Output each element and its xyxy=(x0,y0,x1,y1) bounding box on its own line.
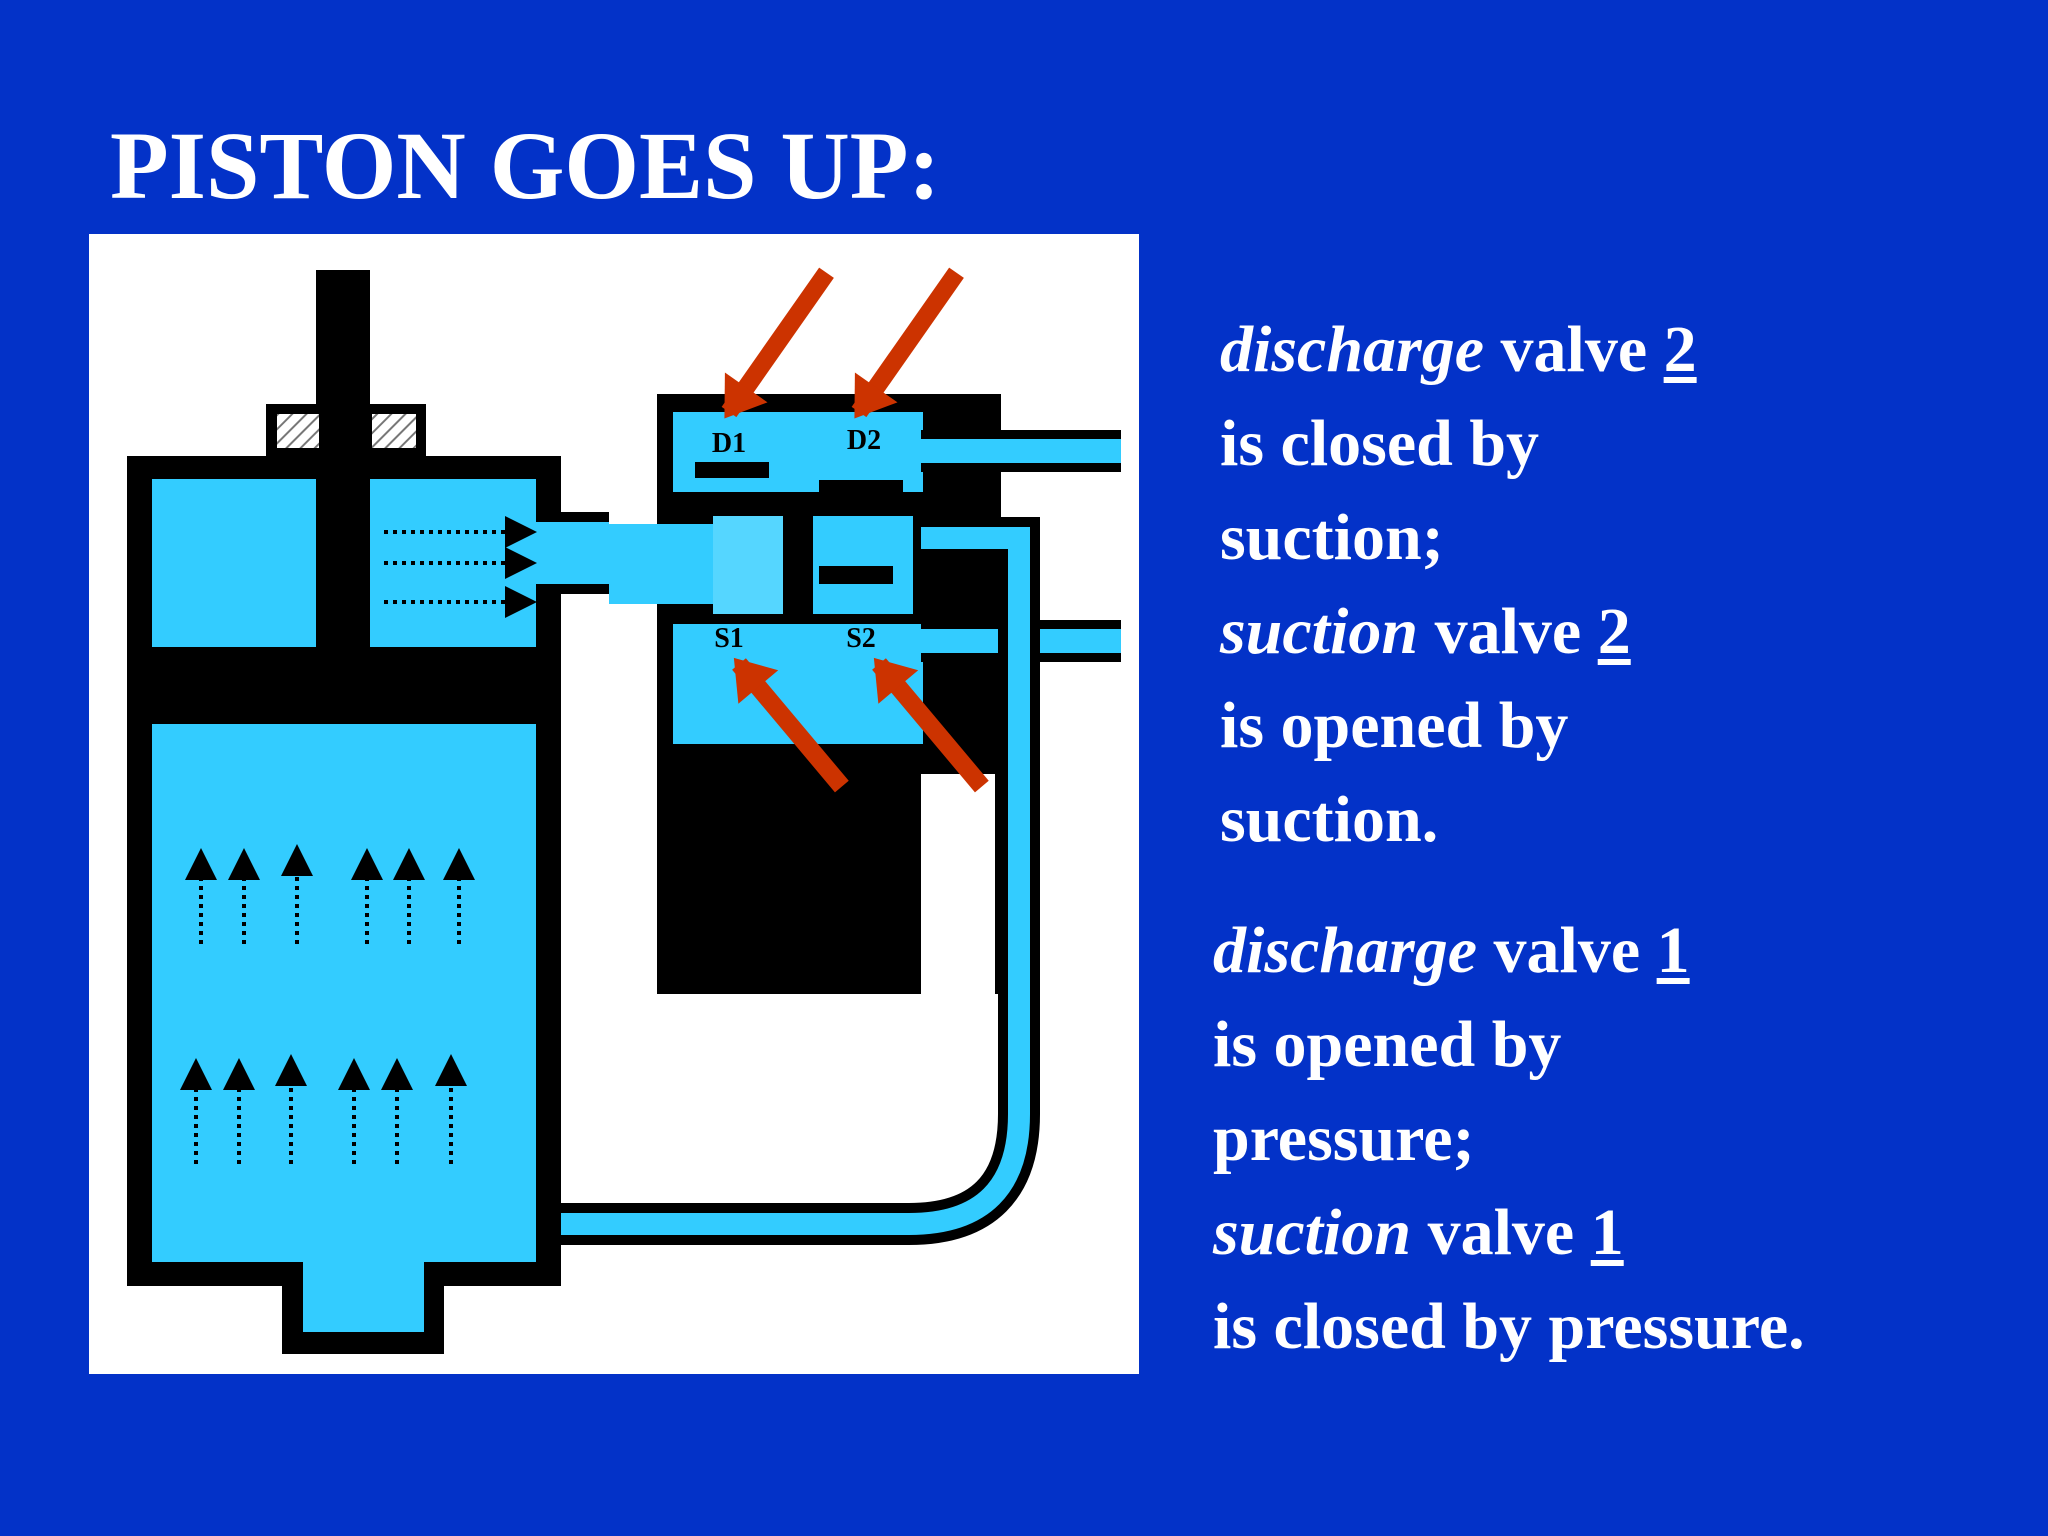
pump-diagram-panel: D1 D2 S1 S2 xyxy=(89,234,1139,1374)
text-italic: discharge xyxy=(1213,914,1477,987)
lower-flow-arrows xyxy=(180,844,475,1164)
text-plain: valve xyxy=(1484,313,1664,386)
valve-number: 2 xyxy=(1597,595,1631,668)
valve-number: 1 xyxy=(1590,1196,1624,1269)
arrow-to-d1 xyxy=(721,267,834,419)
text-line: is opened by xyxy=(1213,1008,1562,1081)
label-d2: D2 xyxy=(847,425,881,456)
rod-seal-left xyxy=(277,414,319,448)
pressure-arrows xyxy=(721,267,989,793)
label-s1: S1 xyxy=(714,623,744,654)
text-plain: valve xyxy=(1418,595,1598,668)
text-line: suction; xyxy=(1220,501,1444,574)
mid-chamber-1 xyxy=(713,516,783,614)
text-line: discharge valve 1 xyxy=(1213,904,1805,998)
text-line: suction valve 1 xyxy=(1213,1186,1805,1280)
piston-rod xyxy=(316,270,370,660)
text-plain: valve xyxy=(1477,914,1657,987)
valve-explanation-1: discharge valve 2 is closed by suction; … xyxy=(1220,303,1697,867)
rod-seal-right xyxy=(372,414,416,448)
return-pipe xyxy=(561,527,1030,1235)
text-line: is closed by pressure. xyxy=(1213,1290,1805,1363)
valve-divider xyxy=(785,496,799,624)
valve-s2-plate xyxy=(819,566,893,584)
slide-title: PISTON GOES UP: xyxy=(110,112,941,219)
label-s2: S2 xyxy=(846,623,876,654)
mid-chamber-2 xyxy=(813,516,913,614)
valve-d2-plate xyxy=(819,480,903,496)
text-line: suction. xyxy=(1220,783,1439,856)
valve-number: 1 xyxy=(1656,914,1690,987)
pump-diagram: D1 D2 S1 S2 xyxy=(127,267,1121,1354)
arrow-to-d2 xyxy=(851,267,964,419)
lower-outlet xyxy=(303,1262,424,1332)
discharge-chamber xyxy=(673,412,923,492)
text-plain: valve xyxy=(1411,1196,1591,1269)
valve-d1-plate xyxy=(695,462,769,478)
arrow-to-s2 xyxy=(872,657,989,793)
valve-number: 2 xyxy=(1663,313,1697,386)
text-italic: suction xyxy=(1220,595,1419,668)
text-line: suction valve 2 xyxy=(1220,585,1697,679)
text-line: pressure; xyxy=(1213,1102,1475,1175)
text-line: discharge valve 2 xyxy=(1220,303,1697,397)
text-line: is closed by xyxy=(1220,407,1540,480)
label-d1: D1 xyxy=(712,428,746,459)
text-italic: suction xyxy=(1213,1196,1412,1269)
valve-explanation-2: discharge valve 1 is opened by pressure;… xyxy=(1213,904,1805,1374)
discharge-pipe xyxy=(921,439,1121,463)
arrow-to-s1 xyxy=(732,657,849,793)
text-line: is opened by xyxy=(1220,689,1569,762)
upper-port xyxy=(529,522,609,584)
lower-chamber xyxy=(152,724,536,1262)
text-italic: discharge xyxy=(1220,313,1484,386)
